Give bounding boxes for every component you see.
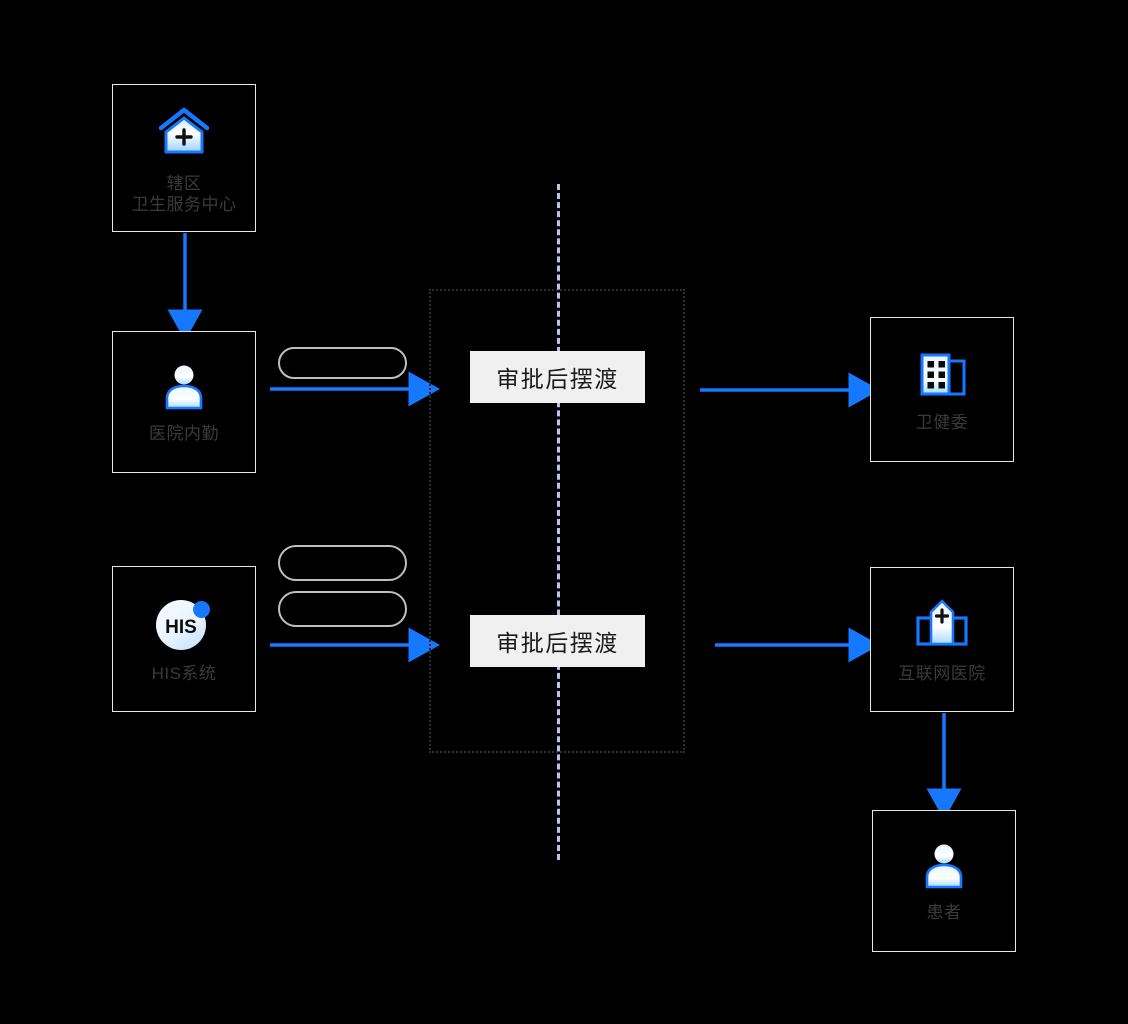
node-his-system[interactable]: HIS HIS系统	[112, 566, 256, 712]
node-label: HIS系统	[151, 664, 217, 683]
node-hospital-staff[interactable]: 医院内勤	[112, 331, 256, 473]
svg-text:HIS: HIS	[165, 617, 197, 638]
node-label: 辖区 卫生服务中心	[131, 173, 237, 214]
hospital-home-plus-icon	[153, 102, 215, 164]
pill-staff-1	[278, 347, 407, 379]
node-health-commission[interactable]: 卫健委	[870, 317, 1014, 462]
node-internet-hospital[interactable]: 互联网医院	[870, 567, 1014, 712]
node-label: 患者	[926, 903, 962, 922]
pill-his-1	[278, 545, 407, 581]
node-label: 医院内勤	[149, 424, 219, 443]
person-icon	[157, 360, 211, 414]
node-label: 卫健委	[915, 412, 969, 432]
node-label: 互联网医院	[898, 663, 986, 683]
his-circle-icon: HIS	[152, 594, 216, 654]
node-community-health-center[interactable]: 辖区 卫生服务中心	[112, 84, 256, 232]
pill-his-2	[278, 591, 407, 627]
network-boundary-divider	[557, 184, 560, 860]
node-patient[interactable]: 患者	[872, 810, 1016, 952]
person-icon	[917, 839, 971, 893]
process-box-ferry-top[interactable]: 审批后摆渡	[470, 351, 645, 403]
government-building-icon	[913, 347, 971, 403]
hospital-building-plus-icon	[911, 596, 973, 654]
process-box-ferry-bottom[interactable]: 审批后摆渡	[470, 615, 645, 667]
